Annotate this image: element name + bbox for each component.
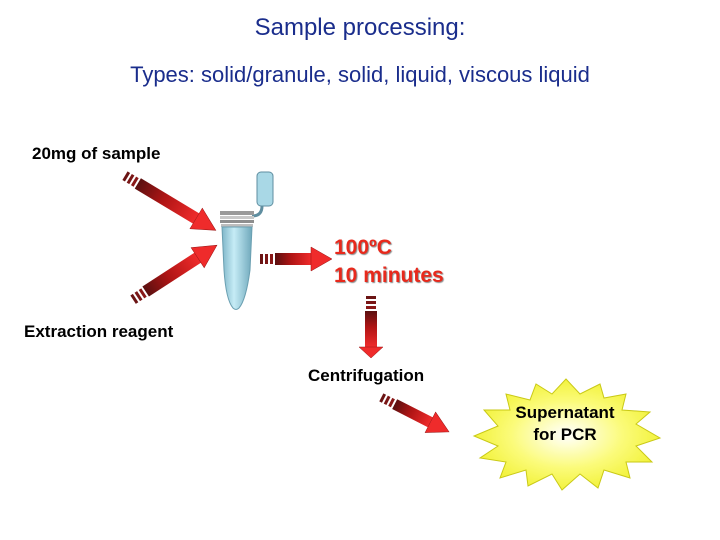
sample-label: 20mg of sample xyxy=(32,144,161,163)
centrifugation-label: Centrifugation xyxy=(308,366,425,385)
page-title: Sample processing: xyxy=(254,14,466,41)
temperature-text: 100ºC xyxy=(334,236,392,259)
arrow-heat-to-centrifugation xyxy=(358,296,384,359)
duration-text: 10 minutes xyxy=(334,264,444,287)
arrow-tube-to-heat xyxy=(260,246,333,272)
reagent-label: Extraction reagent xyxy=(24,322,174,341)
heat-condition-label: 100ºC 10 minutes xyxy=(334,234,444,290)
supernatant-label: Supernatant for PCR xyxy=(500,402,630,446)
microcentrifuge-tube-icon xyxy=(220,171,274,310)
arrow-sample-to-tube xyxy=(122,171,217,231)
arrow-reagent-to-tube xyxy=(130,244,218,304)
arrow-centrifugation-to-supernatant xyxy=(379,393,450,433)
supernatant-line-2: for PCR xyxy=(533,425,597,444)
page-subtitle: Types: solid/granule, solid, liquid, vis… xyxy=(130,62,590,87)
supernatant-line-1: Supernatant xyxy=(515,403,615,422)
supernatant-burst-shape xyxy=(472,378,662,491)
